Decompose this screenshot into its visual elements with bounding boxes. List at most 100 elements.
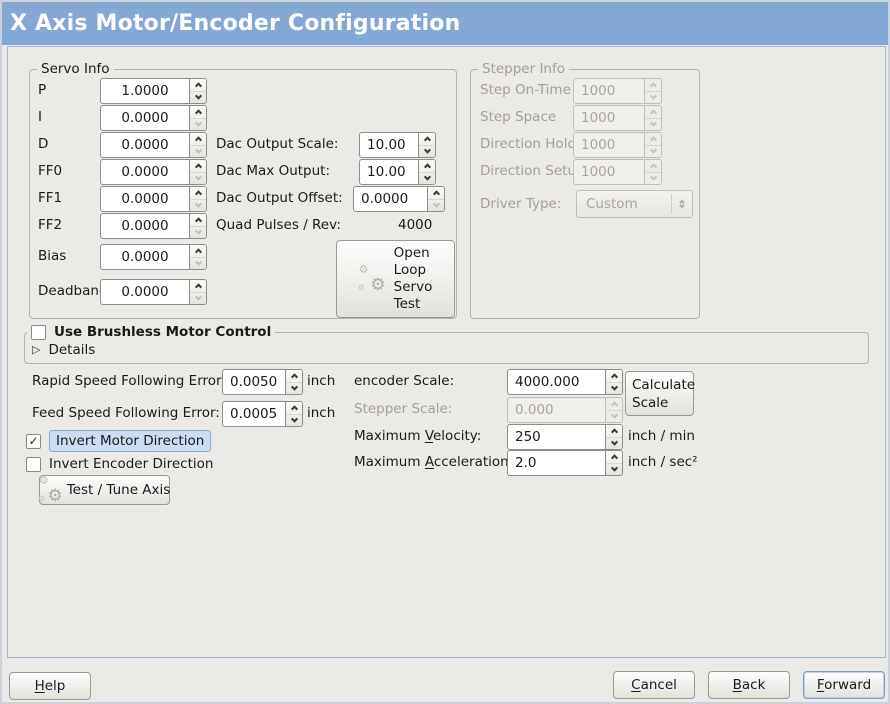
brushless-frame: Use Brushless Motor Control ▷ Details <box>24 323 869 364</box>
invert-encoder-label: Invert Encoder Direction <box>49 456 214 472</box>
i-spinbox[interactable]: 0.0000 <box>100 105 207 131</box>
spin-up-icon[interactable] <box>286 370 302 382</box>
ff1-label: FF1 <box>38 190 63 206</box>
invert-encoder-checkbox[interactable] <box>26 456 41 472</box>
spin-down-icon[interactable] <box>645 144 661 158</box>
ff1-spinbox[interactable]: 0.0000 <box>100 186 207 212</box>
spin-down-icon[interactable] <box>190 225 206 239</box>
max-acceleration-label: Maximum Acceleration: <box>354 454 514 470</box>
cancel-button[interactable]: Cancel <box>613 671 695 699</box>
feed-error-spinbox[interactable]: 0.0005 <box>222 401 303 427</box>
gears-icon: ⚙⚙⚙ <box>37 473 63 506</box>
dac-max-output-spinbox[interactable]: 10.00 <box>359 159 436 185</box>
spin-up-icon[interactable] <box>645 160 661 172</box>
spin-up-icon[interactable] <box>190 133 206 145</box>
brushless-legend: Use Brushless Motor Control <box>27 323 276 342</box>
dac-output-scale-spinbox[interactable]: 10.00 <box>359 132 436 158</box>
spin-up-icon[interactable] <box>606 425 622 437</box>
spin-down-icon[interactable] <box>190 171 206 185</box>
spin-up-icon[interactable] <box>428 187 444 199</box>
spin-up-icon[interactable] <box>190 245 206 257</box>
p-spinbox[interactable]: 1.0000 <box>100 78 207 104</box>
invert-encoder-row: Invert Encoder Direction <box>26 456 213 472</box>
spin-up-icon[interactable] <box>190 79 206 91</box>
details-expander[interactable]: ▷ Details <box>32 341 95 359</box>
spin-down-icon[interactable] <box>645 90 661 104</box>
d-spinbox[interactable]: 0.0000 <box>100 132 207 158</box>
max-acceleration-unit: inch / sec² <box>628 454 698 470</box>
dac-max-output-label: Dac Max Output: <box>216 163 331 179</box>
feed-error-unit: inch <box>307 405 336 421</box>
spin-up-icon[interactable] <box>645 79 661 91</box>
help-button[interactable]: Help <box>9 672 91 700</box>
quad-pulses-value: 4000 <box>398 217 433 233</box>
spin-down-icon[interactable] <box>428 198 444 212</box>
spin-up-icon[interactable] <box>190 187 206 199</box>
driver-type-combobox: Custom <box>576 190 693 218</box>
max-acceleration-spinbox[interactable]: 2.0 <box>507 450 623 476</box>
bias-label: Bias <box>38 248 67 264</box>
invert-motor-label[interactable]: Invert Motor Direction <box>49 430 212 452</box>
calculate-scale-button[interactable]: Calculate Scale <box>625 371 695 416</box>
forward-button[interactable]: Forward <box>803 671 885 699</box>
ff2-label: FF2 <box>38 217 63 233</box>
spin-down-icon[interactable] <box>190 117 206 131</box>
ff0-label: FF0 <box>38 163 63 179</box>
spin-down-icon[interactable] <box>606 381 622 395</box>
spin-down-icon[interactable] <box>286 413 302 427</box>
combo-arrows-icon <box>672 199 692 209</box>
direction-setup-spinbox: 1000 <box>573 159 662 185</box>
max-velocity-spinbox[interactable]: 250 <box>507 424 623 450</box>
spin-up-icon[interactable] <box>190 214 206 226</box>
spin-down-icon[interactable] <box>419 144 435 158</box>
spin-up-icon[interactable] <box>190 106 206 118</box>
spin-down-icon[interactable] <box>419 171 435 185</box>
spin-up-icon[interactable] <box>606 370 622 382</box>
rapid-error-spinbox[interactable]: 0.0050 <box>222 369 303 395</box>
driver-type-label: Driver Type: <box>480 196 562 212</box>
ff2-spinbox[interactable]: 0.0000 <box>100 213 207 239</box>
spin-up-icon[interactable] <box>190 280 206 292</box>
direction-hold-label: Direction Hold <box>480 136 577 152</box>
encoder-scale-spinbox[interactable]: 4000.000 <box>507 369 623 395</box>
spin-down-icon[interactable] <box>606 462 622 476</box>
spin-up-icon[interactable] <box>286 402 302 414</box>
spin-up-icon[interactable] <box>645 133 661 145</box>
open-loop-servo-test-button[interactable]: ⚙⚙⚙ Open Loop Servo Test <box>336 240 455 318</box>
rapid-error-unit: inch <box>307 373 336 389</box>
spin-down-icon[interactable] <box>190 291 206 305</box>
spin-down-icon[interactable] <box>190 144 206 158</box>
spin-down-icon[interactable] <box>606 409 622 423</box>
deadband-spinbox[interactable]: 0.0000 <box>100 279 207 305</box>
spin-down-icon[interactable] <box>606 436 622 450</box>
step-on-time-label: Step On-Time <box>480 82 571 98</box>
spin-up-icon[interactable] <box>606 398 622 410</box>
expander-arrow-icon: ▷ <box>32 343 41 356</box>
step-space-spinbox: 1000 <box>573 105 662 131</box>
spin-up-icon[interactable] <box>606 451 622 463</box>
deadband-label: Deadband <box>38 283 108 299</box>
ff0-spinbox[interactable]: 0.0000 <box>100 159 207 185</box>
spin-up-icon[interactable] <box>419 133 435 145</box>
spin-down-icon[interactable] <box>190 198 206 212</box>
page-header: X Axis Motor/Encoder Configuration <box>2 2 888 45</box>
rapid-error-label: Rapid Speed Following Error: <box>32 373 226 389</box>
bias-spinbox[interactable]: 0.0000 <box>100 244 207 270</box>
test-tune-axis-button[interactable]: ⚙⚙⚙ Test / Tune Axis <box>37 473 171 506</box>
spin-down-icon[interactable] <box>645 117 661 131</box>
spin-up-icon[interactable] <box>645 106 661 118</box>
use-brushless-checkbox[interactable] <box>31 325 46 340</box>
spin-down-icon[interactable] <box>286 381 302 395</box>
spin-down-icon[interactable] <box>190 90 206 104</box>
invert-motor-checkbox[interactable]: ✓ <box>26 433 41 449</box>
spin-up-icon[interactable] <box>419 160 435 172</box>
p-label: P <box>38 82 47 98</box>
spin-down-icon[interactable] <box>645 171 661 185</box>
dac-output-offset-spinbox[interactable]: 0.0000 <box>353 186 445 212</box>
use-brushless-label: Use Brushless Motor Control <box>54 324 272 340</box>
back-button[interactable]: Back <box>708 671 790 699</box>
driver-type-value: Custom <box>586 196 638 212</box>
spin-up-icon[interactable] <box>190 160 206 172</box>
spin-down-icon[interactable] <box>190 256 206 270</box>
